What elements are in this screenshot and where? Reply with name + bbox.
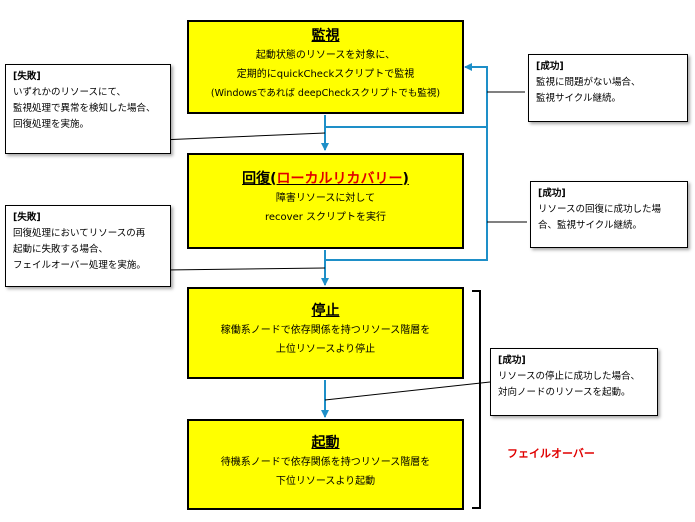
monitor-line-1: 起動状態のリソースを対象に、 [255,50,396,61]
stop-line-2: 上位リソースより停止 [275,344,376,355]
start-line-2: 下位リソースより起動 [275,476,376,487]
monitor-title: 監視 [311,28,340,44]
stop-title: 停止 [311,303,340,319]
note-success-monitor-line-2: 監視サイクル継続。 [536,93,622,104]
recovery-title: 回復(ローカルリカバリー) [189,169,462,189]
recovery-line-1: 障害リソースに対して [275,193,376,204]
note-success-monitor-line-1: 監視に問題がない場合、 [536,77,641,88]
note-success-recovery-line-2: 合、監視サイクル継続。 [538,220,643,231]
recovery-box: 回復(ローカルリカバリー) 障害リソースに対して recover スクリプトを実… [187,153,464,249]
start-title: 起動 [311,435,340,451]
note-fail-recovery-line-1: 回復処理においてリソースの再 [13,228,146,239]
note-success-stop: [成功] リソースの停止に成功した場合、 対向ノードのリソースを起動。 [490,348,658,416]
note-success-stop-line-1: リソースの停止に成功した場合、 [498,371,641,382]
note-fail-monitor-line-1: いずれかのリソースにて、 [13,87,127,98]
start-line-1: 待機系ノードで依存関係を持つリソース階層を [220,457,431,468]
note-success-stop-line-2: 対向ノードのリソースを起動。 [498,387,631,398]
note-fail-recovery-line-2: 起動に失敗する場合、 [13,244,109,255]
note-success-recovery-title: [成功] [538,188,566,199]
note-fail-recovery: [失敗] 回復処理においてリソースの再 起動に失敗する場合、 フェイルオーバー処… [5,205,171,287]
failover-label: フェイルオーバー [507,447,595,460]
callout-line-fail1 [159,132,326,141]
note-fail-monitor-line-2: 監視処理で異常を検知した場合、 [13,103,156,114]
note-fail-monitor-title: [失敗] [13,71,41,82]
note-success-monitor: [成功] 監視に問題がない場合、 監視サイクル継続。 [528,54,688,122]
note-success-monitor-title: [成功] [536,61,564,72]
callout-line-fail2 [164,267,326,271]
note-fail-monitor: [失敗] いずれかのリソースにて、 監視処理で異常を検知した場合、 回復処理を実… [5,64,171,154]
monitor-line-3: (Windowsであれば deepCheckスクリプトでも監視) [210,88,441,99]
note-success-recovery: [成功] リソースの回復に成功した場 合、監視サイクル継続。 [530,181,688,248]
recovery-title-red: ローカルリカバリー [276,171,403,187]
recovery-title-suffix: ) [402,171,409,187]
stop-line-1: 稼働系ノードで依存関係を持つリソース階層を [220,325,431,336]
stop-box: 停止 稼働系ノードで依存関係を持つリソース階層を 上位リソースより停止 [187,287,464,379]
arrow-loop-success-monitor [325,63,488,128]
callout-line-success3 [324,381,491,401]
arrow-loop-success-recovery [325,127,488,261]
recovery-line-2: recover スクリプトを実行 [264,212,387,223]
note-fail-monitor-line-3: 回復処理を実施。 [13,119,90,130]
note-fail-recovery-title: [失敗] [13,212,41,223]
start-box: 起動 待機系ノードで依存関係を持つリソース階層を 下位リソースより起動 [187,419,464,510]
monitor-box: 監視 起動状態のリソースを対象に、 定期的にquickCheckスクリプトで監視… [187,20,464,114]
note-success-stop-title: [成功] [498,355,526,366]
monitor-line-2: 定期的にquickCheckスクリプトで監視 [236,69,415,80]
failover-brace [472,290,481,509]
recovery-title-prefix: 回復( [242,171,277,187]
note-fail-recovery-line-3: フェイルオーバー処理を実施。 [13,260,146,271]
note-success-recovery-line-1: リソースの回復に成功した場 [538,204,662,215]
